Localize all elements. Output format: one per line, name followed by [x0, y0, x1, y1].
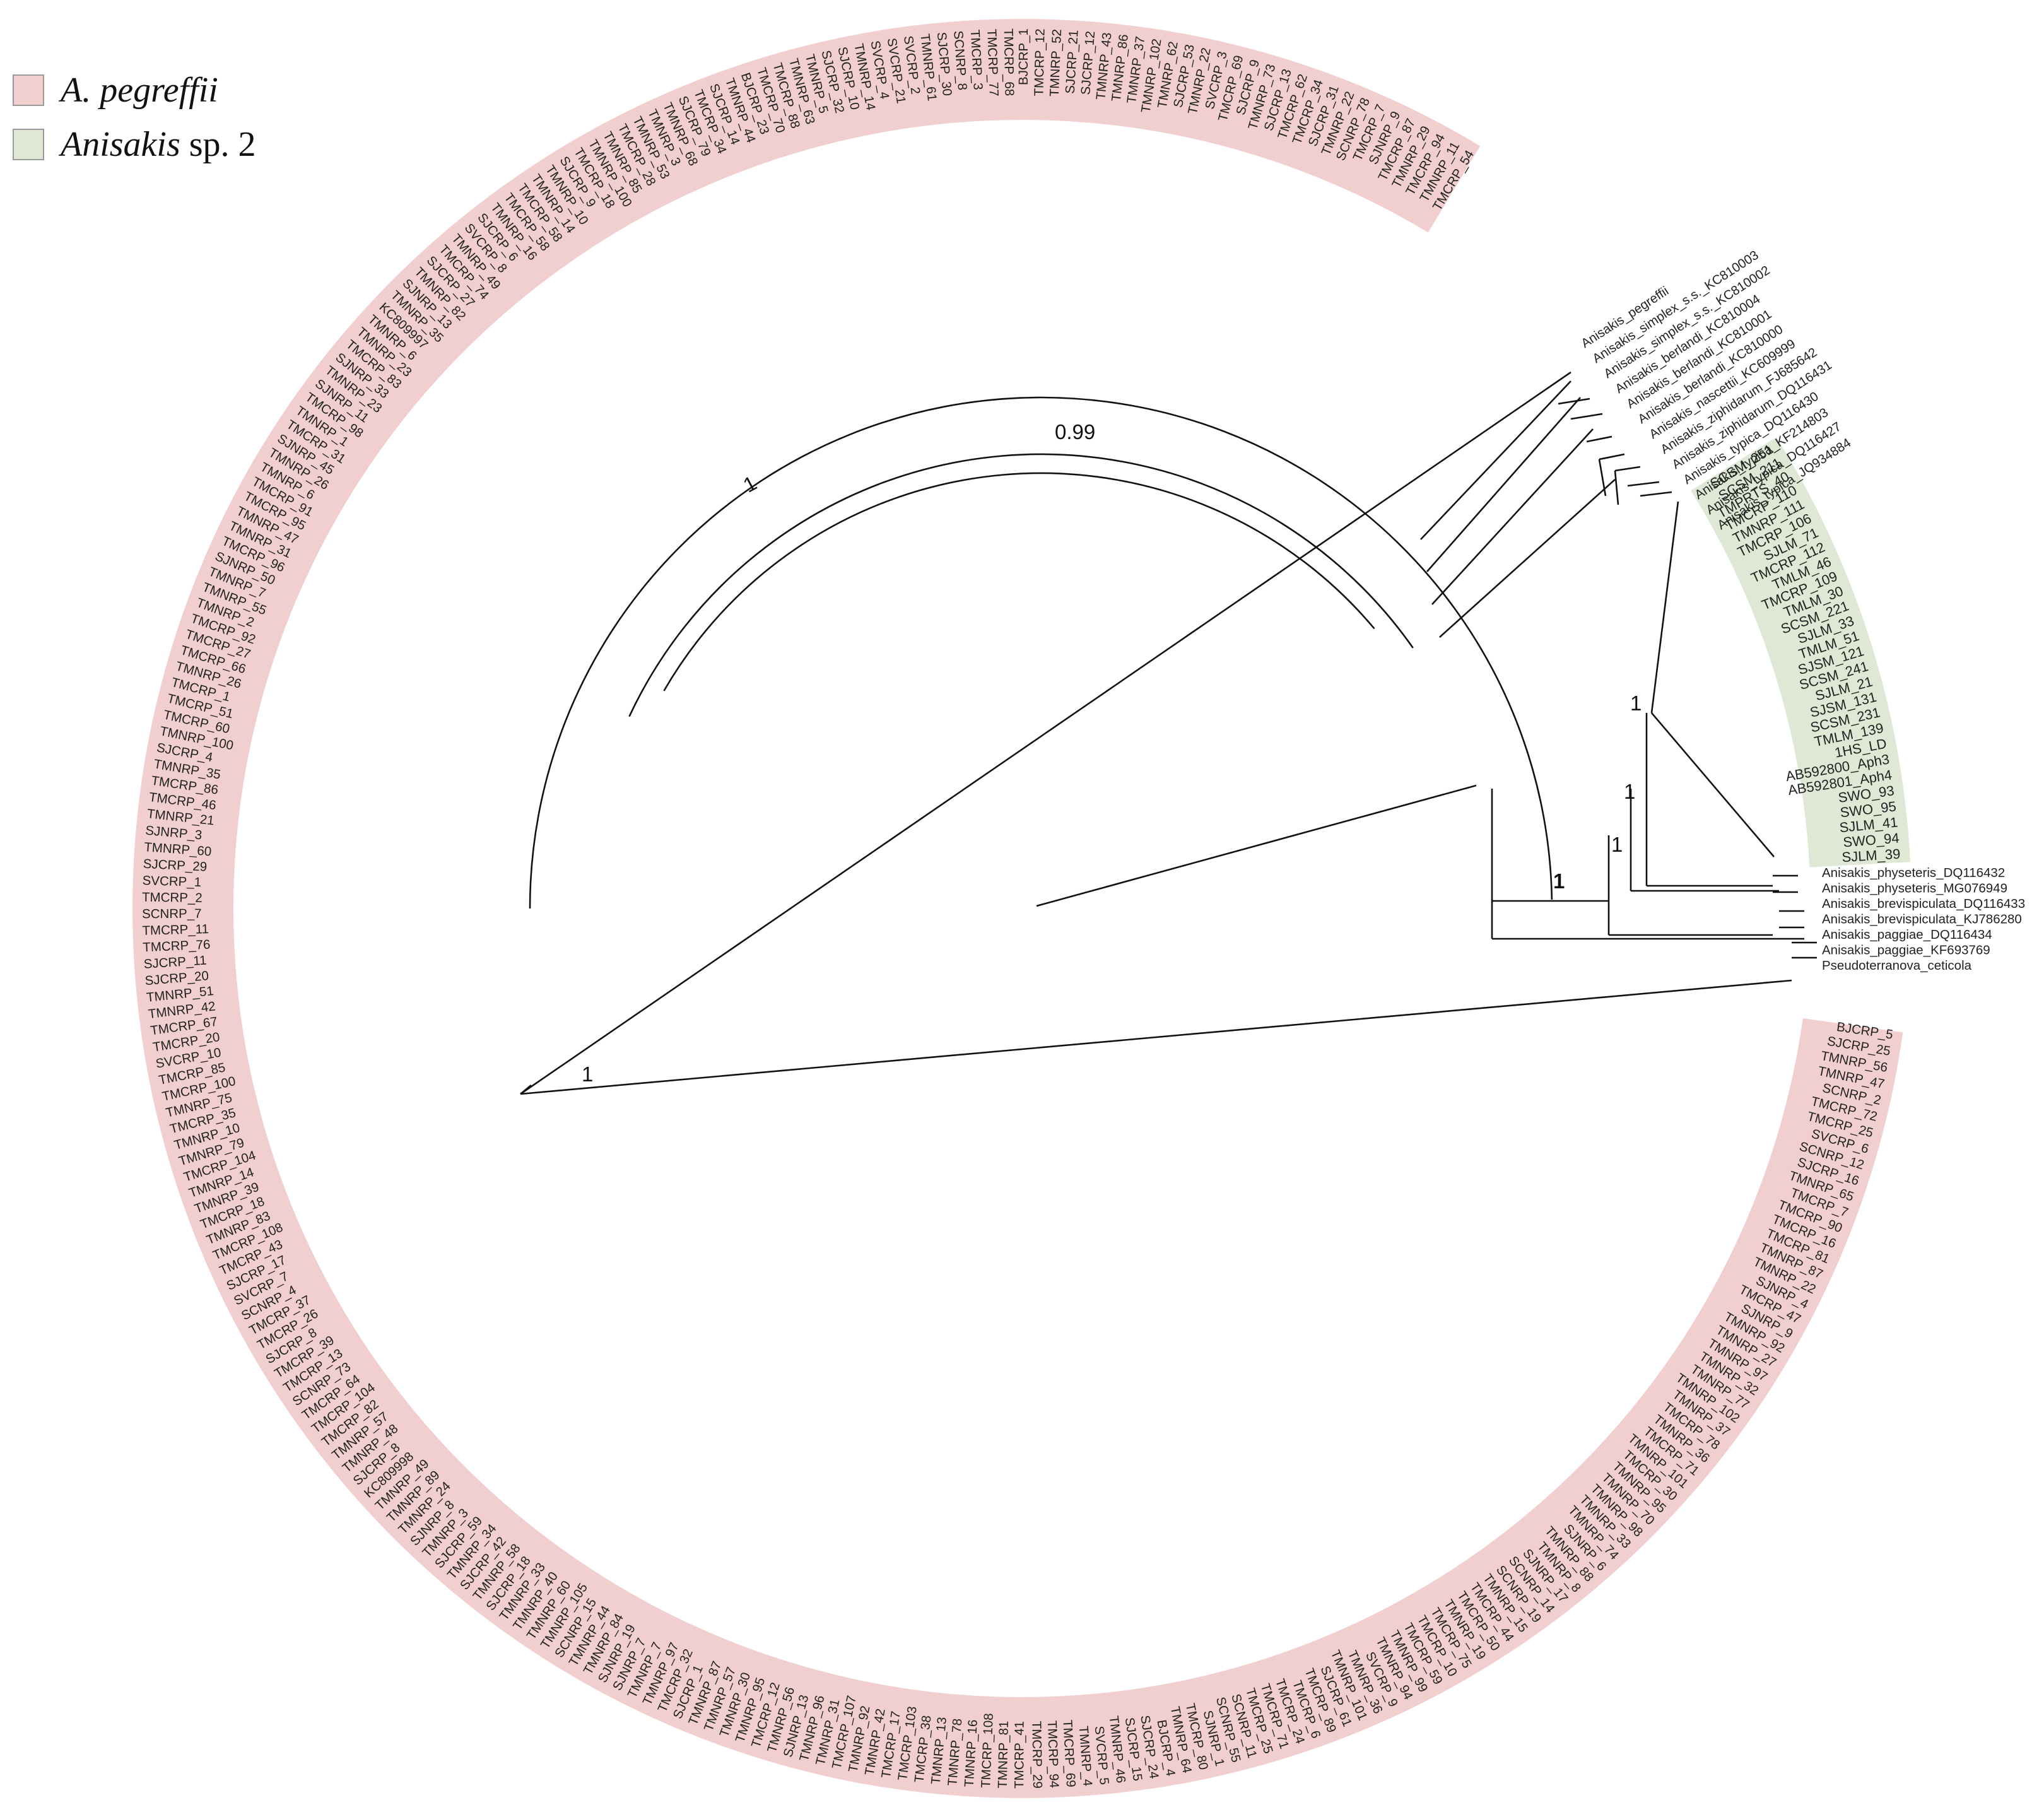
support-value-outgroup: 1 [1553, 869, 1565, 893]
branch-ref-tip [1599, 453, 1625, 461]
branch-ref-1 [1420, 380, 1571, 540]
tip-label-pegreffii: BJCRP_1 [1016, 28, 1031, 85]
branch-pegreffii-ring [520, 979, 1792, 1095]
tip-label-outgroup: Anisakis_paggiae_DQ116434 [1822, 927, 1992, 942]
ring-segment-anisakis-sp2 [1691, 437, 1911, 867]
support-values: 0.99 1 1 1 1 1 1 [582, 420, 1642, 1086]
tree-branches [520, 371, 1817, 1095]
branch-ref-cluster [1598, 459, 1607, 497]
branch-ref-2 [1426, 397, 1581, 572]
branch-ref-tip [1570, 413, 1603, 420]
branch-ref-tip [1586, 435, 1612, 443]
support-value-sp2-parent: 1 [1624, 780, 1635, 803]
support-value-sp2: 1 [1630, 691, 1642, 715]
legend-genus: Anisakis [61, 125, 180, 164]
tip-label-pegreffii: TMCRP_3 [968, 29, 985, 90]
tip-labels: BJCRP_5SJCRP_25TMNRP_56TMNRP_47SCNRP_2TM… [142, 28, 2025, 1789]
tip-label-pegreffii: SJCRP_29 [143, 857, 207, 874]
tip-label-outgroup: Anisakis_physeteris_DQ116432 [1822, 866, 2005, 880]
branch-ref-tip [1558, 397, 1590, 405]
branch-sp2-crown-down [1651, 712, 1775, 857]
legend: A. pegreffii Anisakis sp. 2 [13, 63, 256, 172]
branch-ref-3 [1431, 428, 1594, 605]
branch-arc-main [529, 396, 1553, 909]
tip-label-outgroup: Anisakis_brevispiculata_KJ786280 [1822, 912, 2022, 927]
tip-label-sp2: SJLM_39 [1841, 846, 1901, 866]
tip-label-pegreffii: TMCRP_94 [1045, 1720, 1062, 1789]
branch-ref-tip [1640, 491, 1672, 497]
branch-arc-inner2 [663, 472, 1375, 691]
branch-to-outgroup [1036, 784, 1477, 907]
tip-label-pegreffii: TMNRP_52 [1047, 29, 1064, 97]
legend-swatch-green [13, 129, 44, 160]
tip-label-outgroup: Pseudoterranova_ceticola [1822, 958, 1972, 973]
legend-item-pegreffii: A. pegreffii [13, 63, 256, 117]
legend-label-anisakis-sp2: Anisakis sp. 2 [61, 124, 256, 165]
branch-ref-4 [1439, 479, 1616, 638]
tip-label-pegreffii: TMCRP_12 [1031, 28, 1047, 97]
tip-label-pegreffii: TMCRP_76 [143, 938, 211, 955]
legend-label-pegreffii: A. pegreffii [61, 71, 218, 110]
branch-pegreffii-upper [520, 371, 1571, 1095]
tip-label-pegreffii: SVCRP_1 [142, 873, 201, 890]
tip-label-outgroup: Anisakis_brevispiculata_DQ116433 [1822, 897, 2025, 911]
tip-label-outgroup: Anisakis_physeteris_MG076949 [1822, 881, 2007, 896]
support-value-physeteris: 1 [1611, 833, 1623, 856]
clade-ring [132, 18, 1911, 1799]
tip-label-pegreffii: TMCRP_108 [978, 1713, 996, 1788]
legend-suffix: sp. 2 [180, 125, 256, 164]
tip-label-pegreffii: TMCRP_29 [1029, 1721, 1045, 1789]
tip-label-outgroup: Anisakis_paggiae_KF693769 [1822, 943, 1990, 958]
branch-sp2-crown-up [1650, 501, 1679, 714]
legend-item-anisakis-sp2: Anisakis sp. 2 [13, 117, 256, 172]
tip-label-pegreffii: TMCRP_2 [142, 890, 203, 905]
branch-arc-inner [628, 453, 1414, 717]
tip-label-pegreffii: TMNRP_81 [996, 1720, 1011, 1789]
tip-label-pegreffii: TMCRP_11 [142, 922, 209, 938]
legend-swatch-pink [13, 74, 44, 106]
branch-ref-cluster [1614, 470, 1619, 505]
branch-ref-tip [1627, 481, 1660, 487]
branch-ref-tip [1614, 466, 1641, 472]
support-value-root: 1 [582, 1062, 593, 1086]
tip-label-pegreffii: TMCRP_68 [1001, 28, 1017, 96]
tip-label-pegreffii: SCNRP_7 [142, 907, 202, 922]
tip-label-pegreffii: TMCRP_41 [1012, 1721, 1026, 1789]
tip-label-pegreffii: TMCRP_77 [984, 28, 1001, 97]
support-value-0-99: 0.99 [1055, 420, 1095, 444]
